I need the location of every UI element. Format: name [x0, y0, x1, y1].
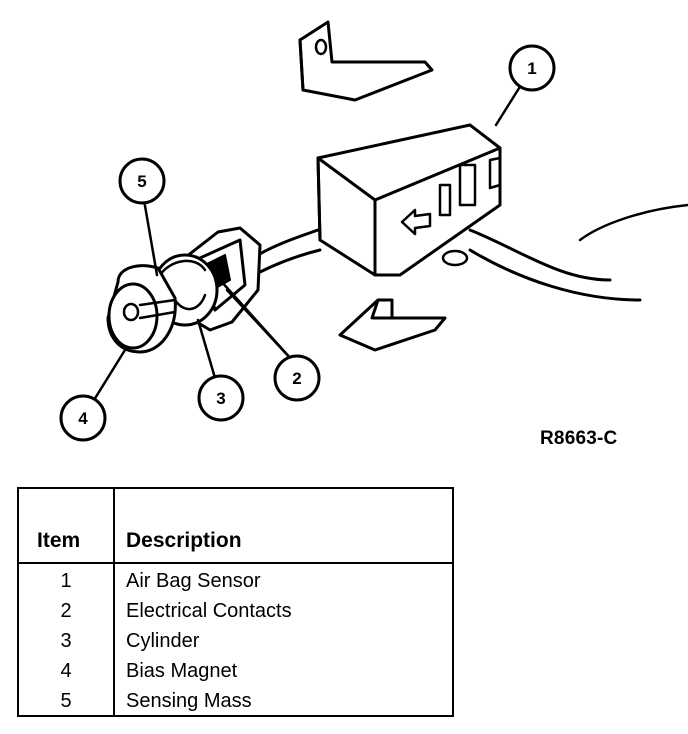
air-bag-sensor-housing	[316, 123, 502, 277]
row-item: 5	[60, 690, 72, 712]
mounting-bracket-bottom	[338, 298, 447, 352]
callout-3: 3	[197, 374, 245, 422]
callout-4: 4	[59, 394, 107, 442]
row-item: 4	[60, 660, 72, 682]
bias-magnet	[106, 264, 177, 354]
table-row: 5 Sensing Mass	[19, 688, 452, 718]
svg-text:4: 4	[78, 409, 88, 428]
column-divider	[113, 489, 115, 715]
row-item: 3	[60, 630, 72, 652]
table-row: 3 Cylinder	[19, 628, 452, 658]
svg-text:1: 1	[527, 59, 536, 78]
table-row: 2 Electrical Contacts	[19, 598, 452, 628]
figure-code: R8663-C	[540, 428, 618, 449]
table-row: 4 Bias Magnet	[19, 658, 452, 688]
legend-table: Item Description 1 Air Bag Sensor 2 Elec…	[17, 487, 454, 717]
header-divider	[19, 562, 452, 564]
row-description: Sensing Mass	[126, 690, 252, 712]
row-description: Air Bag Sensor	[126, 570, 261, 592]
svg-text:5: 5	[137, 172, 146, 191]
leader-lines	[92, 83, 523, 402]
row-description: Electrical Contacts	[126, 600, 292, 622]
airbag-sensor-diagram: 1 5 2 3 4	[59, 20, 688, 442]
svg-text:3: 3	[216, 389, 225, 408]
callout-2: 2	[273, 354, 321, 402]
header-description: Description	[126, 529, 242, 552]
row-description: Bias Magnet	[126, 660, 238, 682]
callout-1: 1	[508, 44, 556, 92]
mounting-bracket-top	[298, 20, 434, 102]
callout-5: 5	[118, 157, 166, 205]
row-item: 1	[60, 570, 72, 592]
row-item: 2	[60, 600, 72, 622]
legend-rows: 1 Air Bag Sensor 2 Electrical Contacts 3…	[19, 568, 452, 718]
table-row: 1 Air Bag Sensor	[19, 568, 452, 598]
wiring-harness	[256, 203, 688, 302]
svg-text:2: 2	[292, 369, 301, 388]
header-item: Item	[37, 529, 81, 552]
row-description: Cylinder	[126, 630, 200, 652]
